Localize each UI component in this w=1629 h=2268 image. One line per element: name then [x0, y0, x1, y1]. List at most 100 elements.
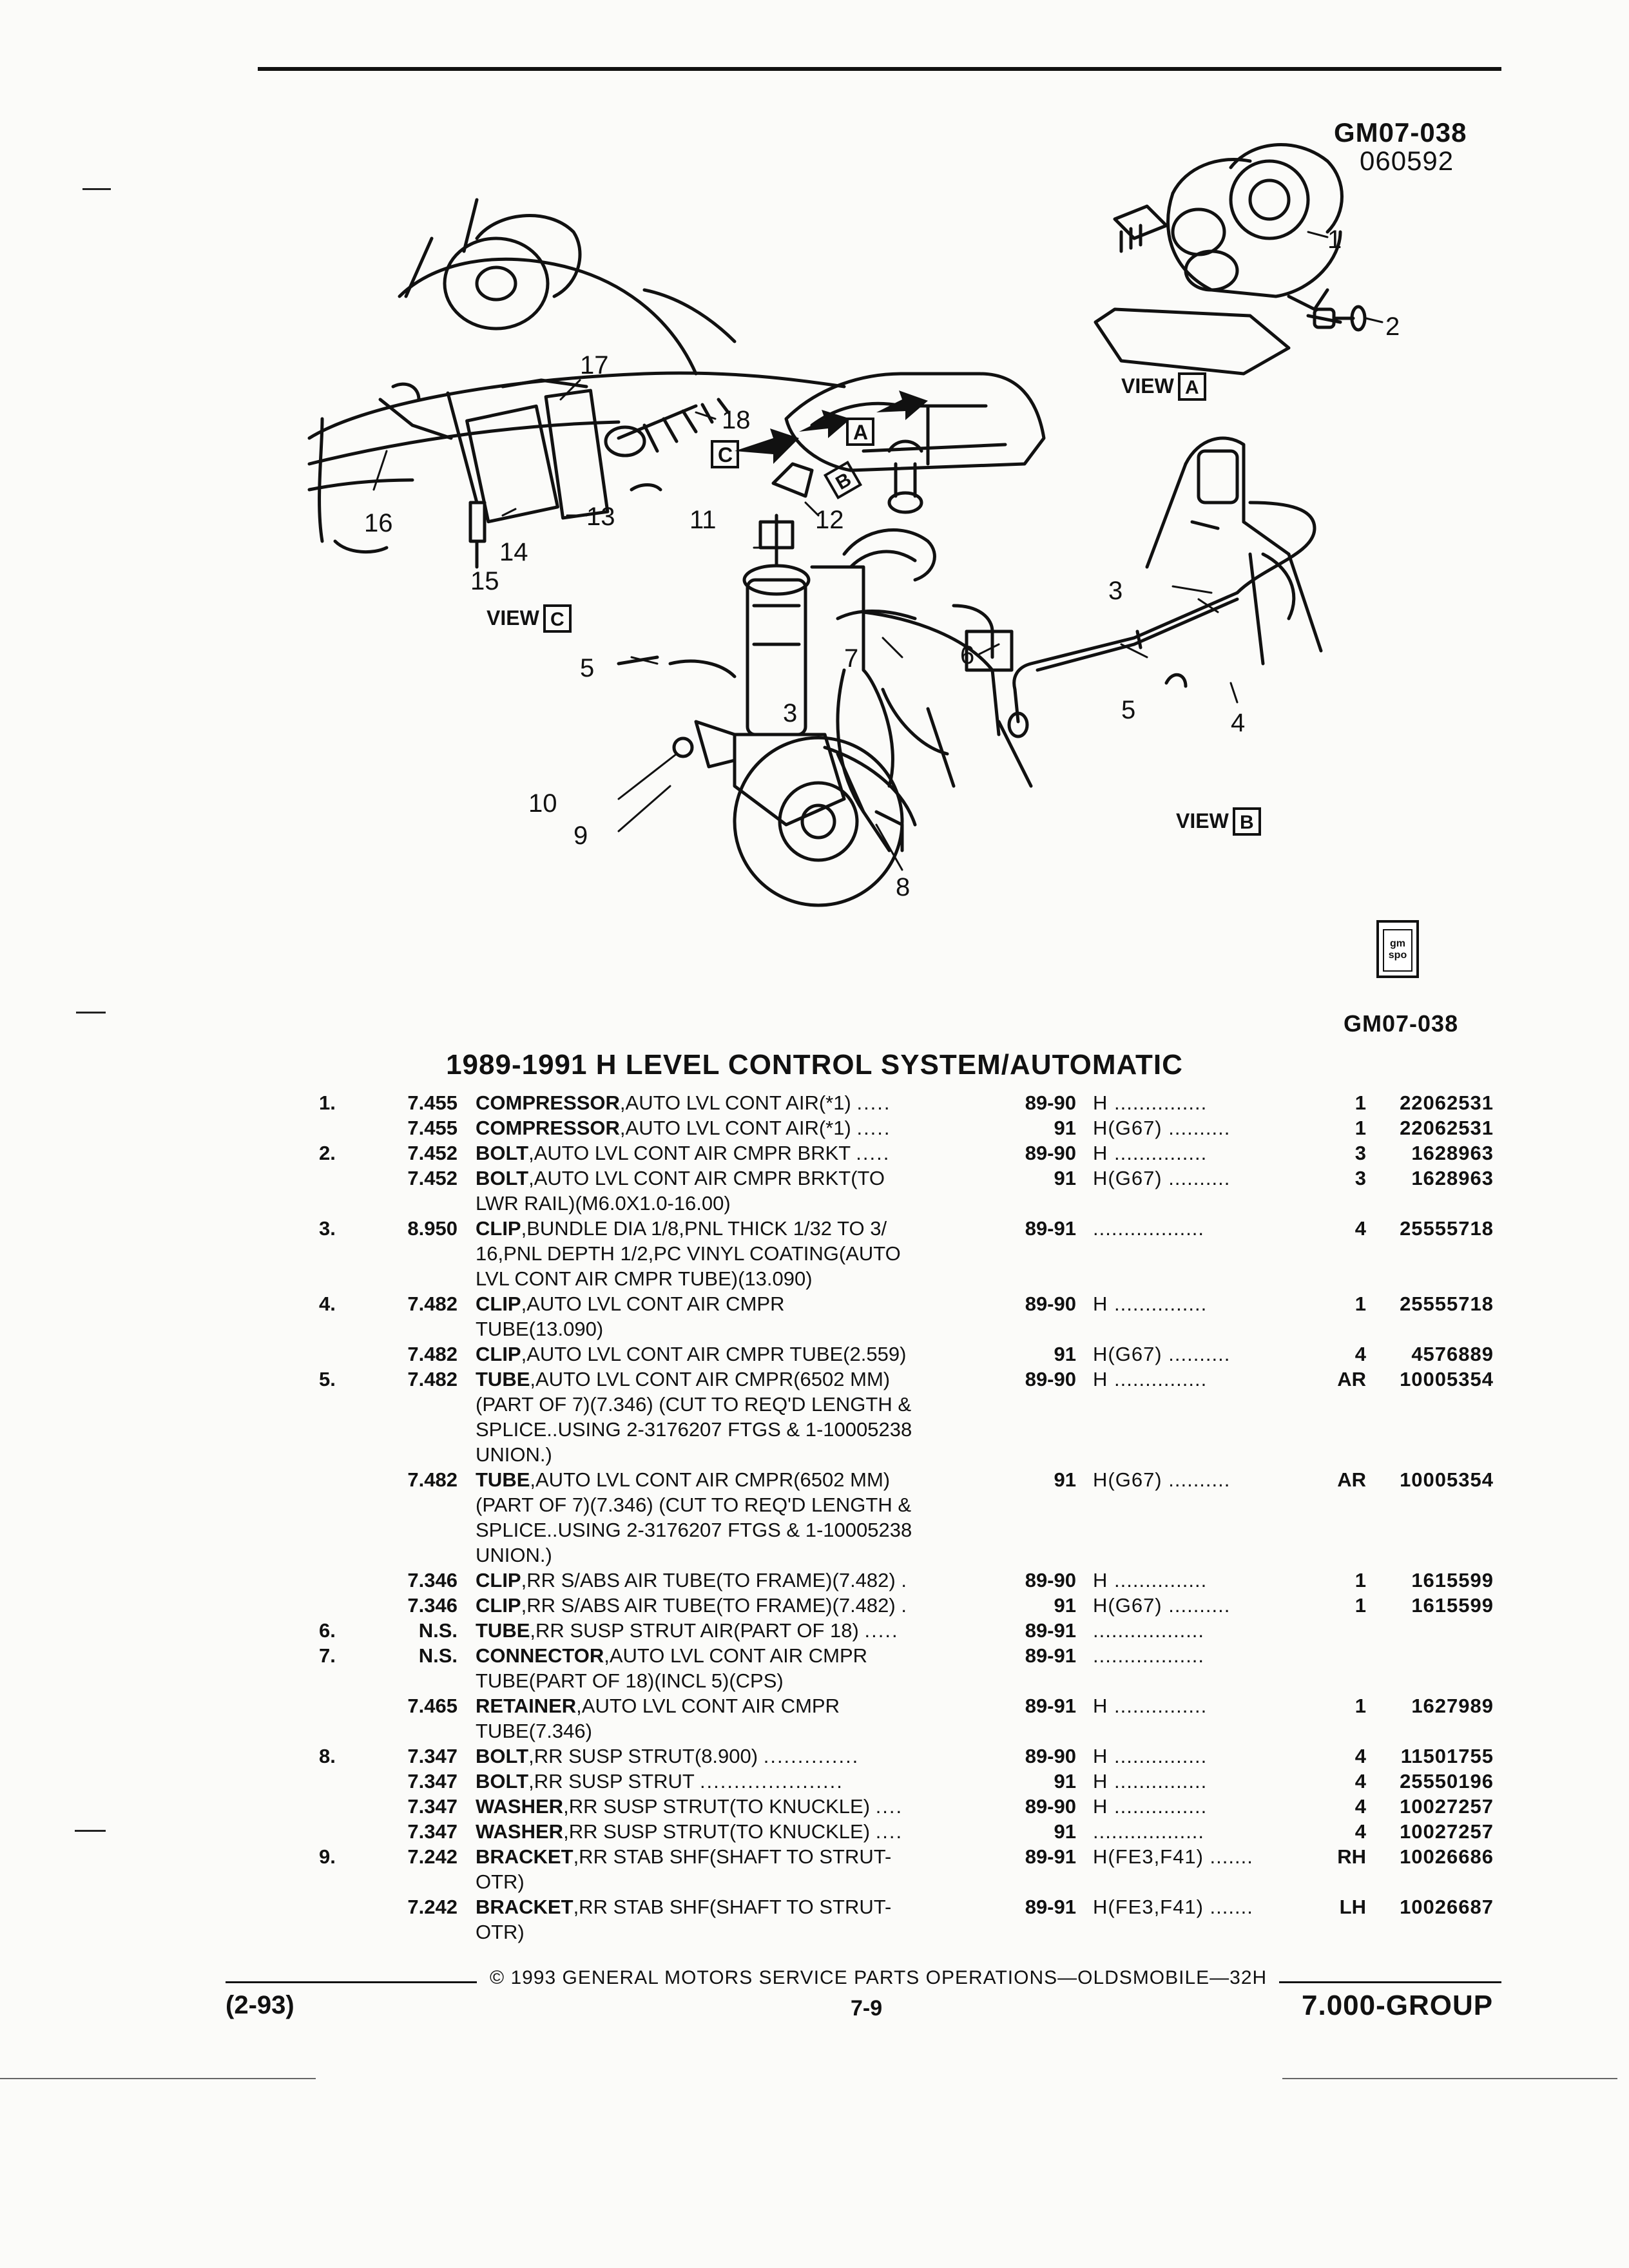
quantity: 4 [1354, 1795, 1366, 1818]
group-number: N.S. [418, 1619, 458, 1642]
part-name: CONNECTOR [476, 1644, 604, 1667]
view-a-label: VIEW [1121, 374, 1175, 398]
part-number: 10027257 [1400, 1820, 1494, 1843]
part-name: RETAINER [476, 1695, 577, 1717]
item-number: 4. [319, 1293, 336, 1315]
callout-13: 13 [586, 503, 615, 531]
series-code: H(G67) .......... [1093, 1117, 1231, 1139]
part-name: CLIP [476, 1343, 521, 1365]
part-number: 1627989 [1411, 1695, 1494, 1717]
quantity: AR [1337, 1468, 1366, 1491]
part-desc-text: SPLICE..USING 2-3176207 FTGS & 1-1000523… [476, 1418, 912, 1441]
leader-dots: .... [875, 1795, 903, 1818]
quantity: 4 [1354, 1820, 1366, 1843]
leader-dots: . [901, 1569, 908, 1591]
direction-arrows [735, 390, 928, 464]
model-years: 89-90 [1025, 1368, 1076, 1390]
part-name: TUBE [476, 1368, 530, 1390]
callout-3-center: 3 [783, 699, 797, 727]
gm-spo-logo: gm spo [1376, 920, 1419, 978]
section-title: 1989-1991 H LEVEL CONTROL SYSTEM/AUTOMAT… [446, 1049, 1183, 1081]
part-number: 11501755 [1400, 1745, 1494, 1767]
model-years: 89-90 [1025, 1569, 1076, 1591]
top-rule [258, 67, 1501, 71]
footer-group: 7.000-GROUP [1302, 1990, 1494, 2021]
model-years: 91 [1054, 1770, 1076, 1792]
model-years: 91 [1054, 1820, 1076, 1843]
part-desc-text: SPLICE..USING 2-3176207 FTGS & 1-1000523… [476, 1519, 912, 1541]
part-desc-text: TUBE(13.090) [476, 1318, 604, 1340]
group-number: 7.455 [407, 1117, 458, 1139]
part-description: CLIP,RR S/ABS AIR TUBE(TO FRAME)(7.482) … [476, 1593, 1017, 1618]
footer-page-number: 7-9 [851, 1996, 883, 2021]
parts-row: TUBE(7.346) [0, 1718, 1629, 1744]
group-number: 7.482 [407, 1368, 458, 1390]
part-number: 10027257 [1400, 1795, 1494, 1818]
leader-dots: ..... [864, 1619, 899, 1642]
callout-14: 14 [499, 538, 528, 566]
series-code: H ............... [1093, 1142, 1208, 1164]
part-desc-text: ,RR SUSP STRUT(8.900) [528, 1745, 758, 1767]
part-desc-text: ,RR STAB SHF(SHAFT TO STRUT- [573, 1845, 892, 1868]
series-code: H(G67) .......... [1093, 1594, 1231, 1617]
parts-row: TUBE(PART OF 18)(INCL 5)(CPS) [0, 1668, 1629, 1693]
part-number: 1628963 [1411, 1142, 1494, 1164]
view-b-letter: B [1240, 812, 1254, 833]
group-number: 7.242 [407, 1845, 458, 1868]
part-description: CLIP,BUNDLE DIA 1/8,PNL THICK 1/32 TO 3/ [476, 1216, 1017, 1241]
part-desc-text: LWR RAIL)(M6.0X1.0-16.00) [476, 1192, 731, 1215]
series-code: H ............... [1093, 1091, 1208, 1114]
margin-mark [82, 188, 111, 190]
part-number: 25550196 [1400, 1770, 1494, 1792]
callout-5-right: 5 [1121, 696, 1135, 724]
logo-text: gm spo [1388, 938, 1407, 961]
model-years: 89-91 [1025, 1845, 1076, 1868]
callout-17: 17 [580, 351, 609, 380]
parts-row: UNION.) [0, 1442, 1629, 1467]
view-c-label: VIEW [487, 606, 540, 629]
part-description: TUBE(PART OF 18)(INCL 5)(CPS) [476, 1668, 1017, 1693]
part-desc-text: (PART OF 7)(7.346) (CUT TO REQ'D LENGTH … [476, 1494, 912, 1516]
series-code: .................. [1093, 1619, 1205, 1642]
leader-dots: ..... [856, 1091, 891, 1114]
group-number: 7.482 [407, 1293, 458, 1315]
parts-row: 16,PNL DEPTH 1/2,PC VINYL COATING(AUTO [0, 1241, 1629, 1266]
model-years: 91 [1054, 1117, 1076, 1139]
group-number: N.S. [418, 1644, 458, 1667]
margin-mark [75, 1830, 106, 1832]
leader-dots: ..................... [699, 1770, 843, 1792]
series-code: H ............... [1093, 1368, 1208, 1390]
group-number: 7.452 [407, 1167, 458, 1189]
part-desc-text: ,RR SUSP STRUT AIR(PART OF 18) [530, 1619, 859, 1642]
part-name: COMPRESSOR [476, 1091, 620, 1114]
quantity: 1 [1354, 1091, 1366, 1114]
part-desc-text: ,AUTO LVL CONT AIR CMPR TUBE(2.559) [521, 1343, 907, 1365]
part-name: BOLT [476, 1770, 529, 1792]
group-number: 7.482 [407, 1468, 458, 1491]
part-description: BOLT,RR SUSP STRUT ..................... [476, 1769, 1017, 1794]
leader-dots: .... [875, 1820, 903, 1843]
parts-row: (PART OF 7)(7.346) (CUT TO REQ'D LENGTH … [0, 1392, 1629, 1417]
part-desc-text: TUBE(PART OF 18)(INCL 5)(CPS) [476, 1669, 784, 1692]
group-number: 8.950 [407, 1217, 458, 1240]
part-desc-text: LVL CONT AIR CMPR TUBE)(13.090) [476, 1267, 813, 1290]
callout-4: 4 [1231, 709, 1245, 737]
part-name: CLIP [476, 1594, 521, 1617]
part-name: BRACKET [476, 1896, 574, 1918]
quantity: 1 [1354, 1117, 1366, 1139]
part-description: SPLICE..USING 2-3176207 FTGS & 1-1000523… [476, 1417, 1017, 1442]
part-description: TUBE,RR SUSP STRUT AIR(PART OF 18) ..... [476, 1618, 1017, 1643]
leader-dots: .............. [763, 1745, 860, 1767]
part-number: 25555718 [1400, 1217, 1494, 1240]
quantity: 4 [1354, 1770, 1366, 1792]
callout-1: 1 [1327, 226, 1342, 254]
callout-9: 9 [574, 822, 588, 850]
arrow-label-c: C [718, 443, 733, 466]
